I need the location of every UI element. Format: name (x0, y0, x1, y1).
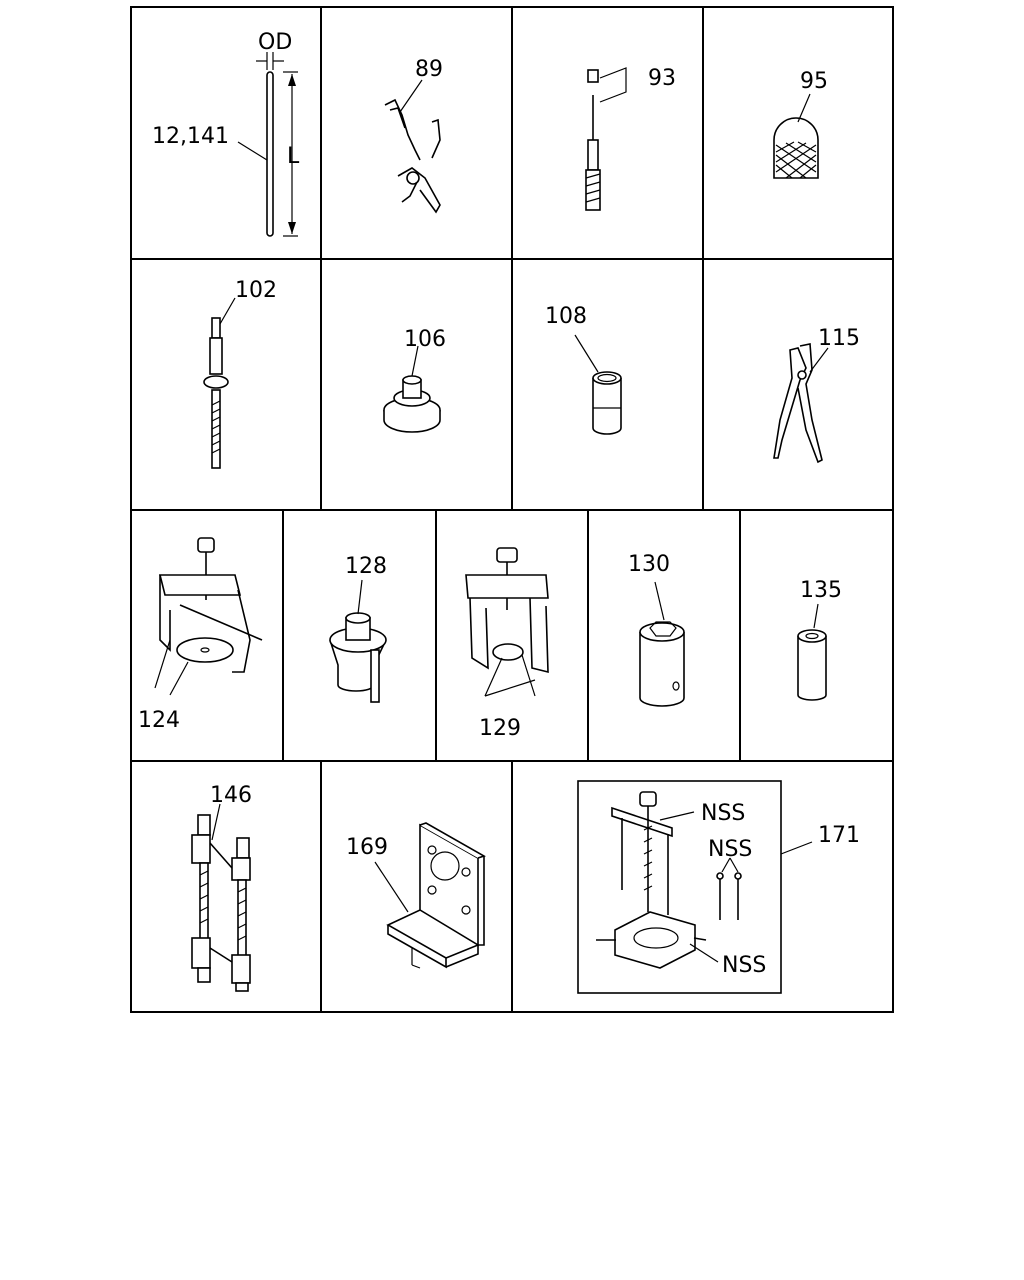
part-146: 146 (191, 783, 252, 992)
part-108: 108 (545, 304, 622, 435)
label-part-89: 89 (415, 57, 443, 82)
label-part-130: 130 (628, 552, 670, 577)
part-171: 171 NSS NSS NSS (577, 780, 860, 994)
part-102: 102 (203, 278, 277, 469)
label-nss-2: NSS (708, 837, 752, 862)
label-part-128: 128 (345, 554, 387, 579)
label-part-129: 129 (479, 716, 521, 741)
part-106: 106 (383, 327, 446, 433)
part-rod-12-141: OD L 12,141 (152, 30, 300, 237)
part-130: 130 (628, 552, 685, 707)
label-part-146: 146 (210, 783, 252, 808)
label-od: OD (258, 30, 292, 55)
label-part-115: 115 (818, 326, 860, 351)
label-part-171: 171 (818, 823, 860, 848)
part-135: 135 (797, 578, 842, 701)
label-part-169: 169 (346, 835, 388, 860)
part-128: 128 (329, 554, 387, 703)
grid-lines (130, 6, 894, 1013)
label-part-108: 108 (545, 304, 587, 329)
label-nss-3: NSS (722, 953, 766, 978)
part-124: 124 (138, 537, 263, 733)
part-115: 115 (773, 326, 860, 464)
label-part-102: 102 (235, 278, 277, 303)
part-169: 169 (346, 822, 486, 969)
part-95: 95 (773, 69, 828, 179)
label-part-12-141: 12,141 (152, 124, 229, 149)
label-part-135: 135 (800, 578, 842, 603)
part-129: 129 (465, 547, 549, 741)
label-length: L (287, 144, 300, 169)
label-part-124: 124 (138, 708, 180, 733)
label-part-93: 93 (648, 66, 676, 91)
part-93: 93 (585, 66, 676, 211)
label-part-106: 106 (404, 327, 446, 352)
label-nss-1: NSS (701, 801, 745, 826)
label-part-95: 95 (800, 69, 828, 94)
part-89: 89 (384, 57, 443, 214)
